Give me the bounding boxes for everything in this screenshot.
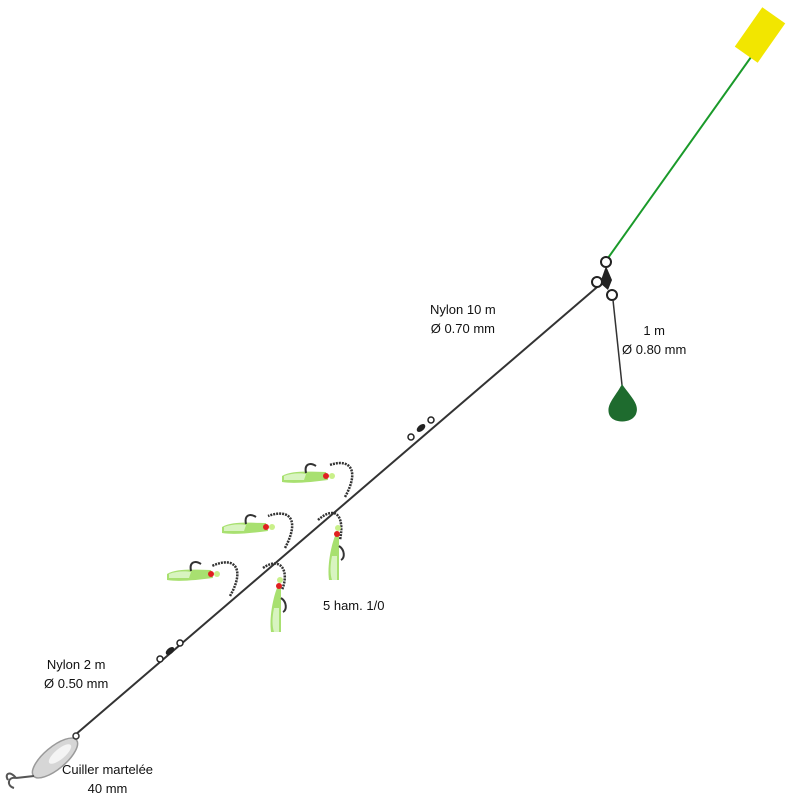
- leader-diameter: Ø 0.50 mm: [44, 676, 109, 691]
- flag-icon: [734, 7, 786, 63]
- leader-length: Nylon 2 m: [46, 657, 106, 672]
- spoon-icon: [31, 732, 80, 779]
- swivel-icon: [156, 639, 184, 663]
- spoon-name: Cuiller martelée: [62, 762, 154, 777]
- main-line-label: Nylon 10 m Ø 0.70 mm: [430, 300, 496, 338]
- main-line-length: Nylon 10 m: [430, 302, 496, 317]
- treble-hook-icon: [5, 772, 35, 789]
- spoon-size: 40 mm: [87, 781, 128, 796]
- main-line-diameter: Ø 0.70 mm: [430, 321, 496, 336]
- drop-line-length: 1 m: [643, 323, 665, 338]
- weight-icon: [608, 384, 637, 422]
- swivel-icon: [407, 416, 435, 441]
- drop-line-diameter: Ø 0.80 mm: [622, 342, 687, 357]
- snoods: [211, 461, 354, 597]
- main-nylon-line: [74, 281, 604, 736]
- lure-icon: [281, 463, 336, 484]
- hooks-label: 5 ham. 1/0: [323, 598, 385, 613]
- drop-line: [612, 299, 623, 386]
- three-way-swivel-icon: [591, 256, 618, 301]
- lure-icon: [221, 514, 276, 535]
- main-line-green: [607, 21, 777, 259]
- leader-label: Nylon 2 m Ø 0.50 mm: [44, 655, 108, 693]
- drop-line-label: 1 m Ø 0.80 mm: [622, 321, 686, 359]
- spoon-label: Cuiller martelée 40 mm: [62, 760, 153, 798]
